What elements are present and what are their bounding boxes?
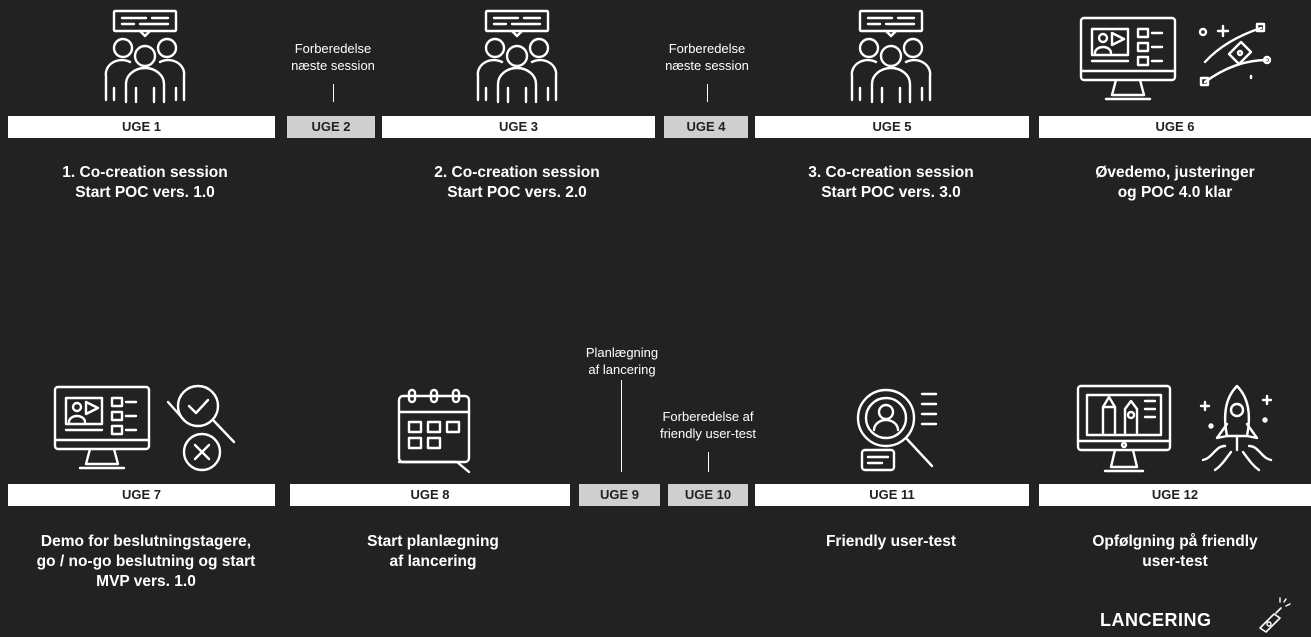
week-bar-uge2: UGE 2 xyxy=(287,116,375,138)
connector-uge2 xyxy=(333,84,334,102)
connector-uge9 xyxy=(621,380,622,472)
team-icon-uge1 xyxy=(104,9,186,104)
week-bar-uge3: UGE 3 xyxy=(382,116,655,138)
description-uge5: 3. Co-creation session Start POC vers. 3… xyxy=(808,164,974,201)
week-bar-uge9: UGE 9 xyxy=(579,484,660,506)
connector-uge10 xyxy=(708,452,709,472)
design-monitor-icon xyxy=(1076,384,1172,473)
week-bar-uge11: UGE 11 xyxy=(755,484,1029,506)
week-bar-uge6: UGE 6 xyxy=(1039,116,1311,138)
calendar-icon xyxy=(397,388,471,474)
week-bar-uge8: UGE 8 xyxy=(290,484,570,506)
week-bar-uge1: UGE 1 xyxy=(8,116,275,138)
monitor-dashboard-icon-uge7 xyxy=(53,385,151,470)
description-uge3: 2. Co-creation session Start POC vers. 2… xyxy=(434,164,600,201)
team-icon-uge3 xyxy=(476,9,558,104)
monitor-dashboard-icon-uge6 xyxy=(1079,16,1177,101)
description-uge12: Opfølgning på friendly user-test xyxy=(1092,533,1258,570)
note-uge4: Forberedelse næste session xyxy=(665,41,749,73)
team-icon-uge5 xyxy=(850,9,932,104)
description-uge8: Start planlægning af lancering xyxy=(367,533,499,570)
note-uge9: Planlægning af lancering xyxy=(585,345,659,377)
user-search-icon xyxy=(856,388,938,472)
pen-tool-icon-uge6 xyxy=(1198,22,1272,87)
note-uge2: Forberedelse næste session xyxy=(291,41,375,73)
week-bar-uge12: UGE 12 xyxy=(1039,484,1311,506)
week-bar-uge4: UGE 4 xyxy=(664,116,748,138)
description-uge1: 1. Co-creation session Start POC vers. 1… xyxy=(62,164,228,201)
rocket-icon xyxy=(1199,384,1273,472)
week-bar-uge7: UGE 7 xyxy=(8,484,275,506)
week-bar-uge10: UGE 10 xyxy=(668,484,748,506)
launch-label: LANCERING xyxy=(1100,610,1212,630)
description-uge6: Øvedemo, justeringer og POC 4.0 klar xyxy=(1095,164,1255,201)
description-uge11: Friendly user-test xyxy=(825,533,957,550)
week-bar-uge5: UGE 5 xyxy=(755,116,1029,138)
note-uge10: Forberedelse af friendly user-test xyxy=(659,409,757,441)
connector-uge4 xyxy=(707,84,708,102)
champagne-bottle-icon xyxy=(1259,597,1291,633)
approve-reject-search-icon xyxy=(166,384,236,472)
description-uge7: Demo for beslutningstagere, go / no-go b… xyxy=(36,533,256,590)
